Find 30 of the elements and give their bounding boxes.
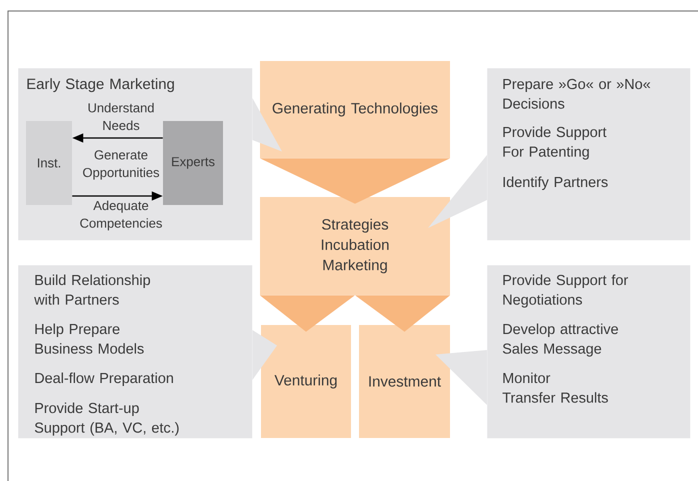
institution-box: Inst. bbox=[26, 121, 72, 205]
flow-label: Generate Opportunities bbox=[83, 150, 160, 180]
list-item: Deal-flow Preparation bbox=[35, 372, 173, 386]
list-item: Provide Support for Negotiations bbox=[503, 274, 628, 308]
heading: Early Stage Marketing bbox=[27, 78, 174, 92]
edge-label: Understand Needs bbox=[88, 102, 154, 130]
callout-pointer bbox=[436, 350, 487, 405]
list-item: Build Relationship with Partners bbox=[34, 274, 150, 305]
list-item: Provide Start-up Support (BA, VC, etc.) bbox=[34, 402, 179, 436]
chevron-arrow bbox=[260, 295, 355, 332]
edge-label: Adequate Competencies bbox=[80, 200, 162, 230]
process-box: Strategies Incubation Marketing bbox=[260, 197, 450, 295]
process-box: Investment bbox=[359, 325, 450, 438]
list-item: Provide Support For Patenting bbox=[503, 126, 606, 160]
list-item: Prepare »Go« or »No« Decisions bbox=[503, 78, 650, 109]
list-item: Help Prepare Business Models bbox=[35, 324, 144, 354]
chevron-arrow bbox=[260, 158, 450, 204]
callout-pointer bbox=[428, 155, 487, 228]
list-item: Monitor Transfer Results bbox=[502, 372, 608, 403]
callout-box bbox=[18, 265, 252, 438]
callout-box bbox=[487, 68, 690, 240]
callout-box bbox=[487, 265, 690, 438]
list-item: Develop attractive Sales Message bbox=[502, 324, 618, 357]
callout-pointer bbox=[252, 98, 282, 152]
experts-box: Experts bbox=[163, 121, 223, 205]
chevron-arrow bbox=[355, 295, 450, 332]
process-box: Generating Technologies bbox=[260, 61, 450, 158]
process-box: Venturing bbox=[261, 325, 351, 438]
list-item: Identify Partners bbox=[504, 176, 608, 190]
callout-pointer bbox=[252, 330, 277, 380]
